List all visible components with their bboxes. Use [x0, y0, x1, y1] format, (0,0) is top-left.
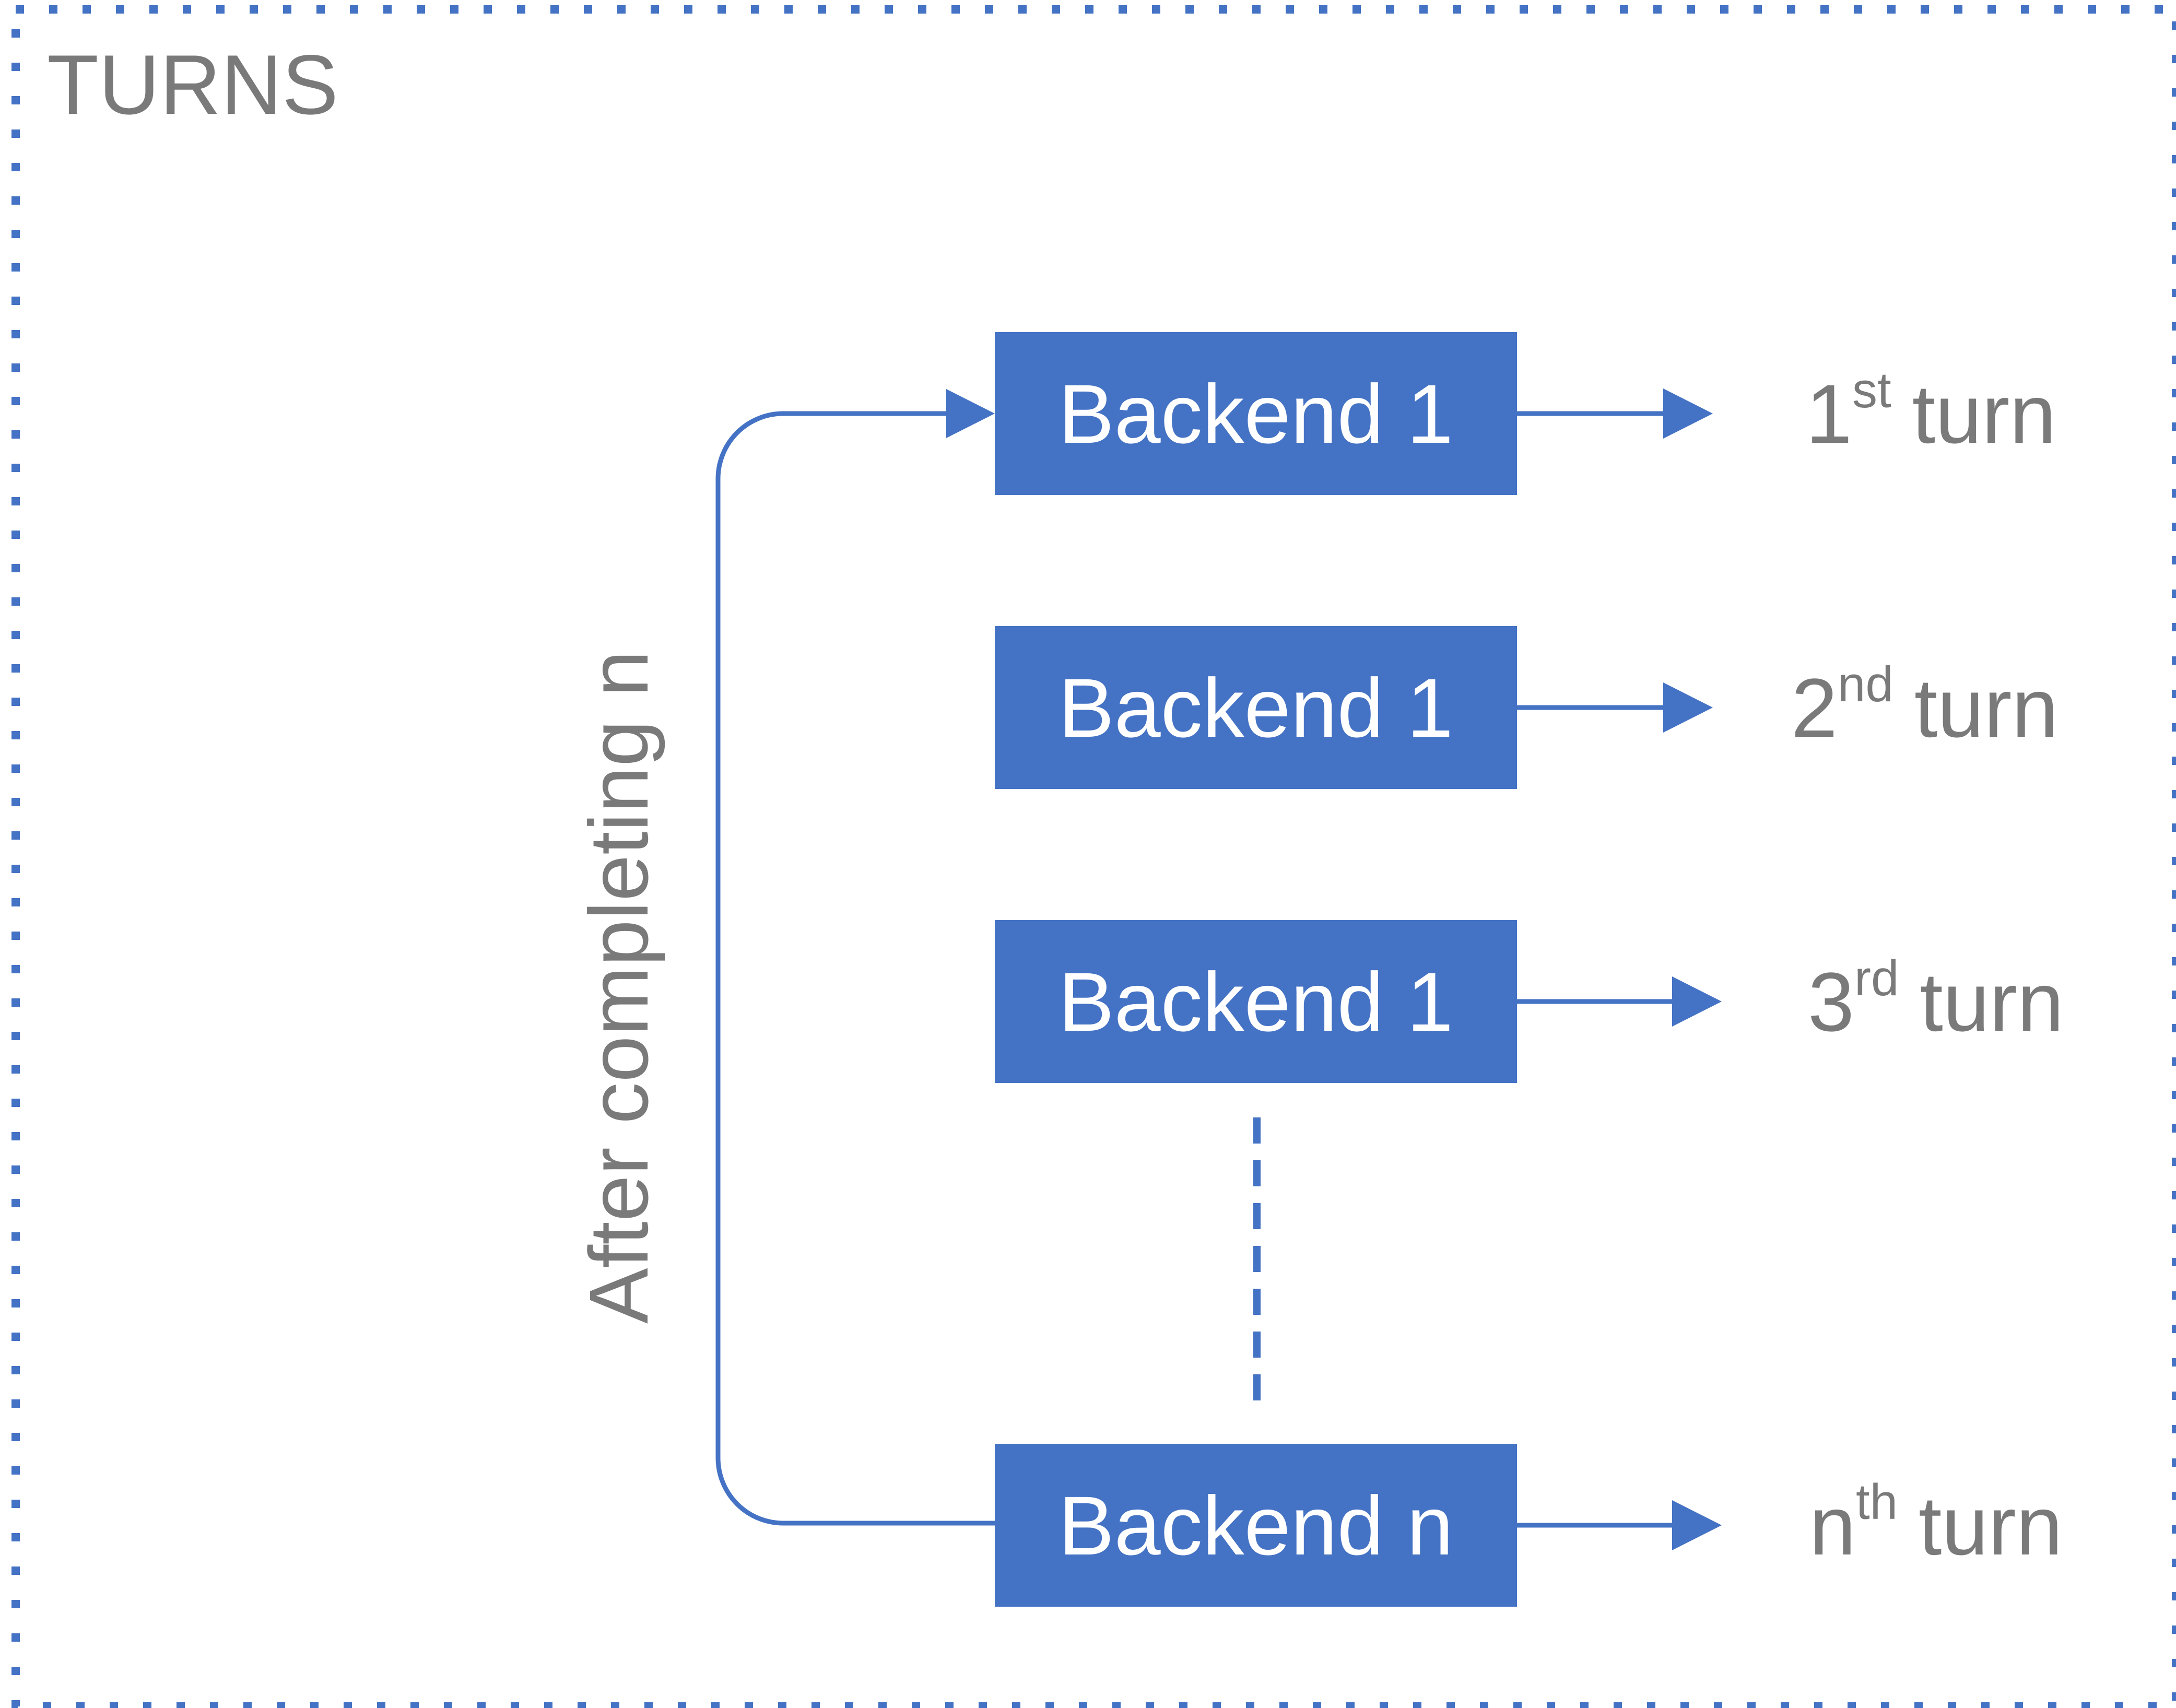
turn-suffix: st	[1852, 362, 1891, 418]
backend-box	[995, 332, 1517, 495]
turn-number: 3	[1808, 955, 1854, 1049]
backend-label: Backend n	[1058, 1479, 1453, 1572]
turn-word: turn	[1920, 955, 2064, 1049]
backend-box	[995, 626, 1517, 789]
backend-label: Backend 1	[1058, 661, 1453, 755]
turn-suffix: rd	[1854, 950, 1899, 1006]
turn-number: 1	[1806, 367, 1852, 461]
backend-label: Backend 1	[1058, 955, 1453, 1049]
turn-word: turn	[1912, 367, 2056, 461]
turn-number: n	[1809, 1479, 1856, 1572]
turn-suffix: nd	[1838, 656, 1893, 712]
frame-title: TURNS	[47, 38, 338, 132]
turn-number: 2	[1791, 661, 1838, 755]
backend-box	[995, 920, 1517, 1083]
loop-connector	[715, 411, 995, 1526]
turn-word: turn	[1919, 1479, 2063, 1572]
backend-label: Backend 1	[1058, 367, 1453, 461]
loop-arrowhead	[946, 389, 995, 438]
turn-arrowhead	[1663, 682, 1713, 733]
loop-label: After completing n	[572, 650, 665, 1324]
turn-arrowhead	[1672, 1500, 1722, 1550]
backend-box	[995, 1444, 1517, 1607]
turn-word: turn	[1914, 661, 2059, 755]
turn-suffix: th	[1856, 1474, 1898, 1530]
turn-arrowhead	[1663, 388, 1713, 439]
turn-arrowhead	[1672, 976, 1722, 1027]
